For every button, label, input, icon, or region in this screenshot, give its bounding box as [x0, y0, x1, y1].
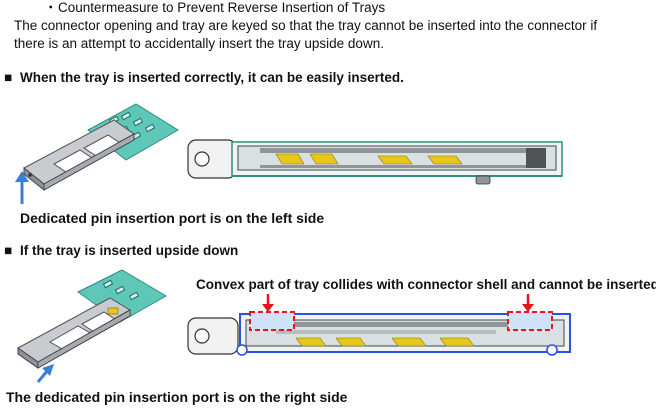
section-correct-heading: When the tray is inserted correctly, it … [20, 70, 404, 85]
pin-port-arrow-icon [36, 364, 54, 383]
connector-section-correct [187, 139, 563, 185]
tray-upside-illustration [17, 269, 167, 383]
section-upside-bullet: ■ [4, 243, 13, 258]
intro-line-1: The connector opening and tray are keyed… [14, 18, 598, 33]
intro-bullet: ・ [44, 0, 58, 15]
pin-port-arrow-icon [15, 171, 29, 204]
tray-correct-illustration [15, 103, 179, 204]
collision-arrow-left-icon [262, 294, 274, 312]
caption-correct: Dedicated pin insertion port is on the l… [20, 210, 325, 226]
section-upside-heading: If the tray is inserted upside down [20, 243, 239, 258]
connector-section-upside [187, 294, 571, 356]
collision-highlight-left [249, 311, 295, 331]
collision-note: Convex part of tray collides with connec… [196, 277, 656, 292]
section-correct-bullet: ■ [4, 70, 13, 85]
collision-highlight-right [507, 311, 553, 331]
intro-title: Countermeasure to Prevent Reverse Insert… [58, 0, 386, 15]
collision-arrow-right-icon [522, 294, 534, 312]
intro-line-2: there is an attempt to accidentally inse… [14, 36, 384, 51]
caption-upside: The dedicated pin insertion port is on t… [6, 389, 348, 405]
